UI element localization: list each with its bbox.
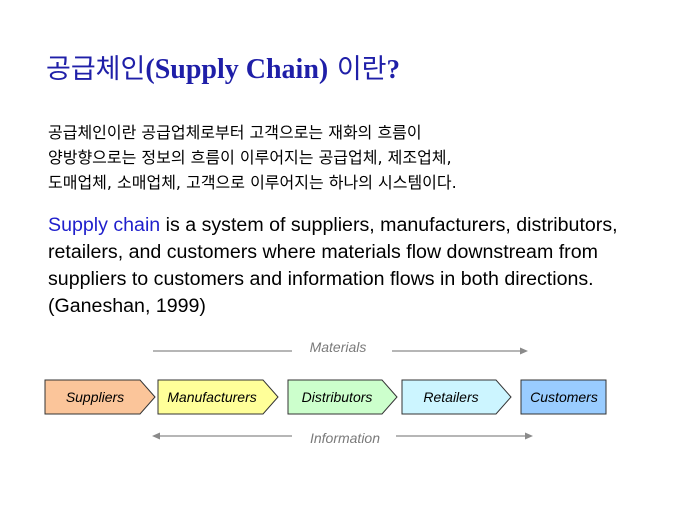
korean-definition: 공급체인이란 공급업체로부터 고객으로는 재화의 흐름이 양방향으로는 정보의 … — [48, 120, 457, 195]
title-english: (Supply Chain) — [145, 54, 329, 85]
step-retailers-shape — [401, 379, 512, 415]
english-line: Supply chain is a system of suppliers, m… — [48, 212, 618, 239]
step-suppliers-label: Suppliers — [66, 389, 124, 405]
title-question-mark: ? — [386, 54, 401, 84]
citation: (Ganeshan, 1999) — [48, 295, 206, 317]
step-distributors-label: Distributors — [302, 389, 373, 405]
materials-arrowhead — [520, 347, 528, 355]
title-korean: 공급체인 — [46, 54, 146, 85]
english-definition: Supply chain is a system of suppliers, m… — [48, 212, 618, 320]
korean-line: 양방향으로는 정보의 흐름이 이루어지는 공급업체, 제조업체, — [48, 148, 452, 167]
korean-line: 도매업체, 소매업체, 고객으로 이루어지는 하나의 시스템이다. — [48, 173, 457, 192]
english-line-1-rest: is a system of suppliers, manufacturers,… — [160, 214, 618, 236]
step-manufacturers-shape — [157, 379, 279, 415]
step-retailers-label: Retailers — [423, 389, 478, 405]
title-korean-suffix: 이란 — [328, 54, 387, 85]
korean-line: 공급체인이란 공급업체로부터 고객으로는 재화의 흐름이 — [48, 123, 422, 142]
step-manufacturers-label: Manufacturers — [167, 389, 256, 405]
slide-title: 공급체인(Supply Chain) 이란? — [46, 52, 400, 87]
english-line: suppliers to customers and information f… — [48, 268, 594, 290]
step-suppliers-shape — [44, 379, 156, 415]
step-distributors-shape — [287, 379, 398, 415]
information-arrowhead-left — [152, 432, 160, 440]
english-line: retailers, and customers where materials… — [48, 241, 598, 263]
information-arrowhead-right — [525, 432, 533, 440]
step-customers-shape — [520, 379, 607, 415]
supply-chain-highlight: Supply chain — [48, 214, 161, 236]
step-customers-label: Customers — [530, 389, 598, 405]
information-label: Information — [310, 430, 380, 446]
materials-label: Materials — [310, 339, 367, 355]
